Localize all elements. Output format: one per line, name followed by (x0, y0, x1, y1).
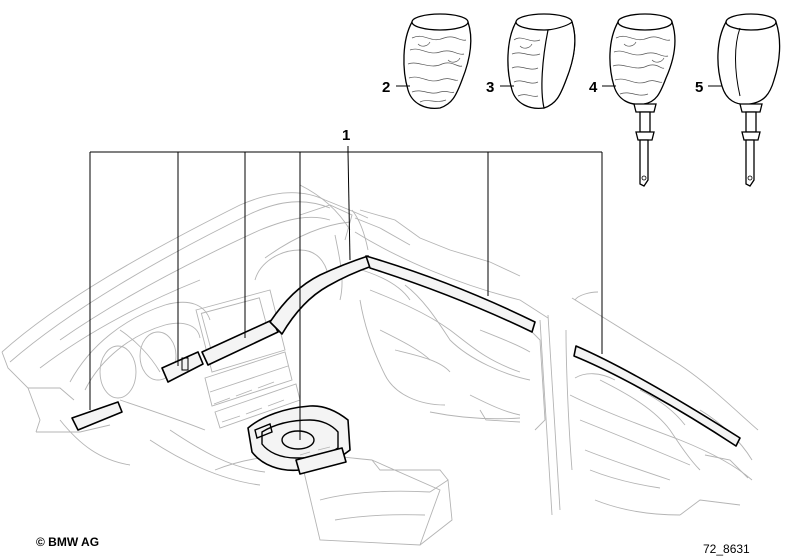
trim-strip-front-door (365, 255, 536, 333)
callout-1-leaders (89, 146, 603, 440)
trim-strip-left-lower (71, 401, 123, 431)
trim-strip-dash-sweep (269, 255, 373, 335)
gear-knob-4 (602, 13, 676, 187)
callout-3: 3 (486, 79, 494, 96)
callout-4: 4 (589, 79, 598, 96)
callout-5: 5 (695, 79, 703, 96)
gear-knob-3 (500, 13, 576, 110)
copyright-label: © BMW AG (36, 535, 99, 549)
trim-strip-rear-door (573, 345, 741, 447)
callout-1: 1 (342, 127, 350, 144)
gear-knob-5 (708, 13, 781, 187)
trim-strips (71, 255, 741, 475)
gear-knob-2 (396, 13, 472, 110)
wood-grain-pattern (511, 37, 541, 97)
wood-grain-pattern (612, 35, 671, 96)
trim-console-rear (295, 447, 347, 475)
wood-grain-pattern (407, 35, 467, 103)
dashboard-outline (1, 184, 759, 546)
diagram-reference-number: 72_8631 (703, 542, 750, 556)
callout-2: 2 (382, 79, 390, 96)
trim-strip-center-dash (201, 319, 279, 366)
